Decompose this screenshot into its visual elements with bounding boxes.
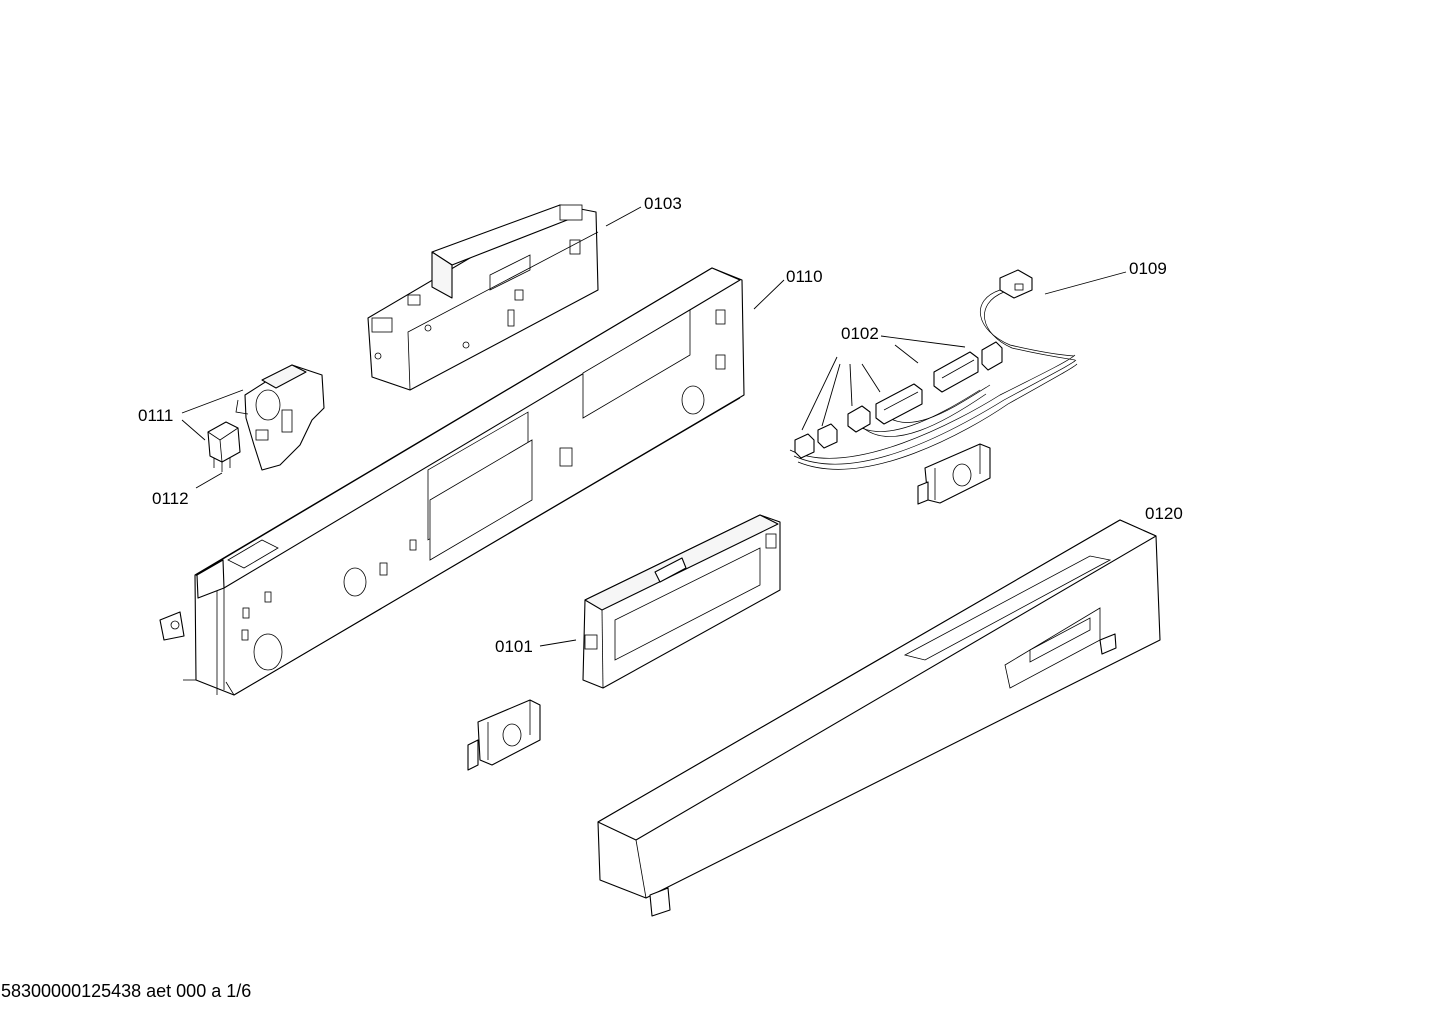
leader-lines — [181, 206, 1127, 647]
part-0120-fascia — [597, 519, 1161, 917]
part-labels: 0103 0110 0109 0102 0111 0112 0120 0101 — [138, 194, 1183, 656]
clip-lower — [467, 699, 541, 771]
part-0111-switch — [235, 364, 325, 471]
label-0112: 0112 — [152, 489, 189, 508]
label-0101: 0101 — [495, 637, 533, 656]
part-0103-module — [367, 204, 599, 391]
part-0101-display — [582, 514, 781, 689]
label-0111: 0111 — [138, 406, 173, 425]
label-0110: 0110 — [786, 267, 823, 286]
part-0102-wiring-harness — [789, 269, 1078, 470]
label-0109: 0109 — [1129, 259, 1167, 278]
label-0102: 0102 — [841, 324, 879, 343]
label-0120: 0120 — [1145, 504, 1183, 523]
clip-upper — [917, 443, 991, 505]
part-0112-capacitor — [207, 421, 241, 472]
document-id-footer: 58300000125438 aet 000 a 1/6 — [1, 981, 252, 1001]
part-0110-frame — [159, 267, 745, 696]
label-0103: 0103 — [644, 194, 682, 213]
